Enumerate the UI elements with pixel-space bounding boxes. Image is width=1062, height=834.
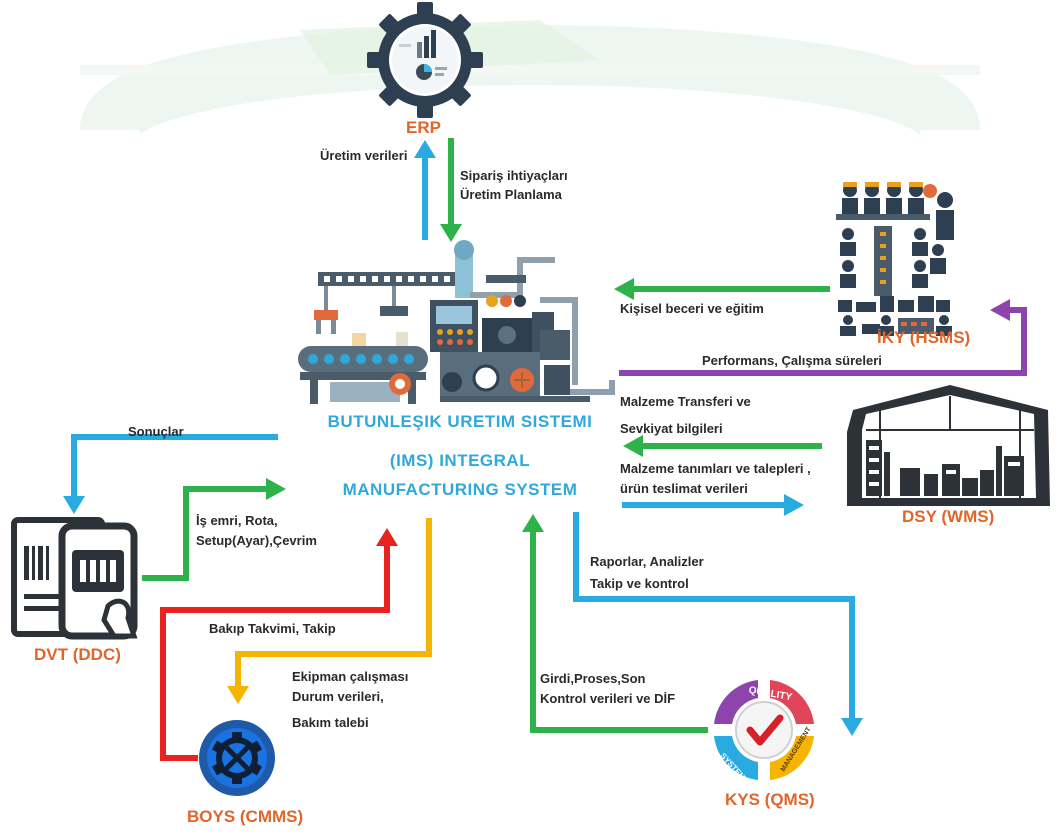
arrow-sonuclar	[63, 434, 278, 514]
flow-malzeme-transfer-1: Malzeme Transferi ve	[620, 394, 751, 409]
kys-label: KYS (QMS)	[725, 790, 815, 809]
warehouse-icon	[847, 385, 1050, 506]
flow-ekipman-3: Bakım talebi	[292, 715, 369, 730]
arrow-malzeme-tanim	[622, 494, 804, 516]
arrow-kisisel-beceri	[614, 278, 830, 300]
arrow-performans	[619, 299, 1027, 376]
arrow-ekipman	[227, 518, 432, 704]
iky-label: İKY (HSMS)	[877, 328, 971, 347]
erp-label: ERP	[406, 118, 441, 137]
flow-malzeme-transfer-2: Sevkiyat bilgileri	[620, 421, 723, 436]
erp-gear-icon	[367, 2, 483, 118]
arrow-is-emri	[142, 478, 286, 581]
arrow-bakim-takvimi	[160, 528, 398, 761]
dvt-label: DVT (DDC)	[34, 645, 121, 664]
flow-is-emri-1: İş emri, Rota,	[196, 513, 278, 528]
flow-siparis-2: Üretim Planlama	[460, 187, 562, 202]
arrow-raporlar	[573, 512, 863, 736]
factory-machine-icon	[298, 240, 615, 404]
ddc-device-icon	[11, 517, 138, 640]
dsy-label: DSY (WMS)	[902, 507, 995, 526]
flow-girdi-2: Kontrol verileri ve DİF	[540, 691, 676, 706]
flow-is-emri-2: Setup(Ayar),Çevrim	[196, 533, 317, 548]
flow-uretim-verileri: Üretim verileri	[320, 148, 408, 163]
flow-malzeme-tanim-2: ürün teslimat verileri	[620, 481, 748, 496]
hr-people-icon	[836, 182, 954, 336]
center-line-3: MANUFACTURING SYSTEM	[342, 480, 578, 499]
cmms-tools-icon	[199, 720, 275, 796]
flow-raporlar-2: Takip ve kontrol	[590, 576, 689, 591]
flow-sonuclar: Sonuçlar	[128, 424, 184, 439]
quality-badge-icon: QUALITY SYSTEM MANAGEMENT	[708, 674, 820, 786]
flow-kisisel-beceri: Kişisel beceri ve eğitim	[620, 301, 764, 316]
flow-raporlar-1: Raporlar, Analizler	[590, 554, 704, 569]
arrow-malzeme-transfer	[623, 435, 822, 457]
arrow-siparis	[440, 138, 462, 242]
arrow-girdi-proses	[522, 514, 712, 733]
background-wash	[80, 20, 980, 140]
boys-label: BOYS (CMMS)	[187, 807, 304, 826]
flow-ekipman-2: Durum verileri,	[292, 689, 384, 704]
flow-ekipman-1: Ekipman çalışması	[292, 669, 409, 684]
flow-siparis-1: Sipariş ihtiyaçları	[460, 168, 568, 183]
flow-bakim-takvimi: Bakıp Takvimi, Takip	[209, 621, 336, 636]
center-line-2: (IMS) INTEGRAL	[389, 451, 531, 470]
flow-performans: Performans, Çalışma süreleri	[702, 353, 882, 368]
flow-malzeme-tanim-1: Malzeme tanımları ve talepleri ,	[620, 461, 811, 476]
arrow-uretim-verileri	[414, 140, 436, 240]
center-line-1: BUTUNLEŞIK URETIM SISTEMI	[327, 412, 593, 431]
flow-girdi-1: Girdi,Proses,Son	[540, 671, 646, 686]
